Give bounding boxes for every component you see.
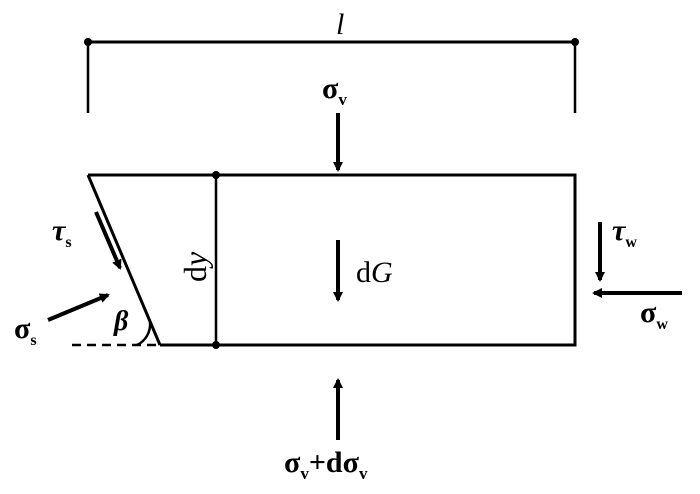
- dG-label: dG: [356, 256, 393, 289]
- sigma-w-label: σw: [640, 296, 668, 333]
- sigma-v-bottom-label: σv+dσv: [284, 446, 368, 483]
- tau-s-arrow: [94, 211, 122, 270]
- divider-dot-top: [212, 171, 220, 179]
- inclined-face: [86, 174, 162, 346]
- dimension-dot-right: [571, 38, 579, 46]
- tau-w-label: τw: [612, 214, 637, 251]
- force-arrows: [47, 113, 682, 440]
- dy-label: dy: [177, 251, 213, 282]
- tau-s-label: τs: [52, 214, 72, 251]
- element-outline: [88, 173, 577, 347]
- beta-label: β: [113, 306, 129, 337]
- sigma-s-arrow: [47, 293, 110, 322]
- sigma-v-top-label: σv: [322, 72, 347, 109]
- sigma-s-label: σs: [14, 312, 37, 349]
- beta-angle-arc: [136, 321, 152, 347]
- length-dimension: [84, 38, 579, 113]
- element-body: [72, 171, 577, 349]
- length-label: l: [336, 8, 344, 41]
- dimension-dot-left: [84, 38, 92, 46]
- divider-dot-bottom: [212, 341, 220, 349]
